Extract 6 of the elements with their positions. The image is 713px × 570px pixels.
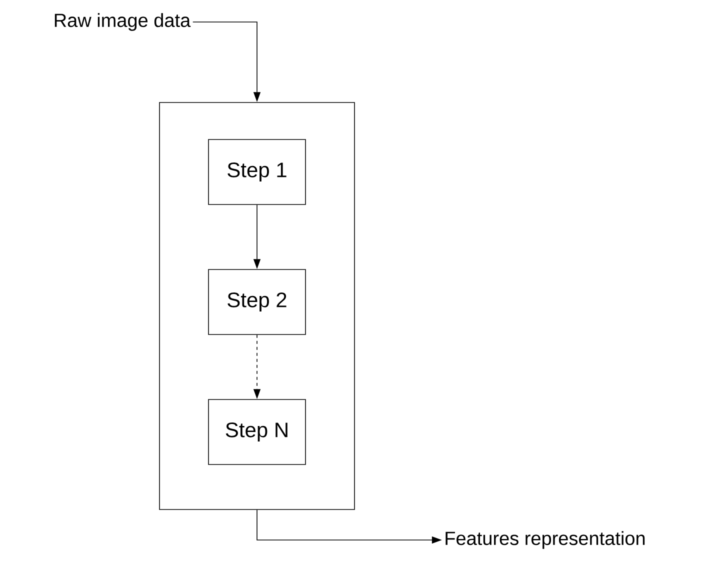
outer-box — [159, 102, 355, 510]
step-box: Step N — [208, 399, 306, 465]
text-label: Raw image data — [54, 13, 191, 31]
step-box: Step 2 — [208, 269, 306, 335]
step-box: Step 1 — [208, 139, 306, 205]
text-label: Features representation — [446, 531, 645, 549]
